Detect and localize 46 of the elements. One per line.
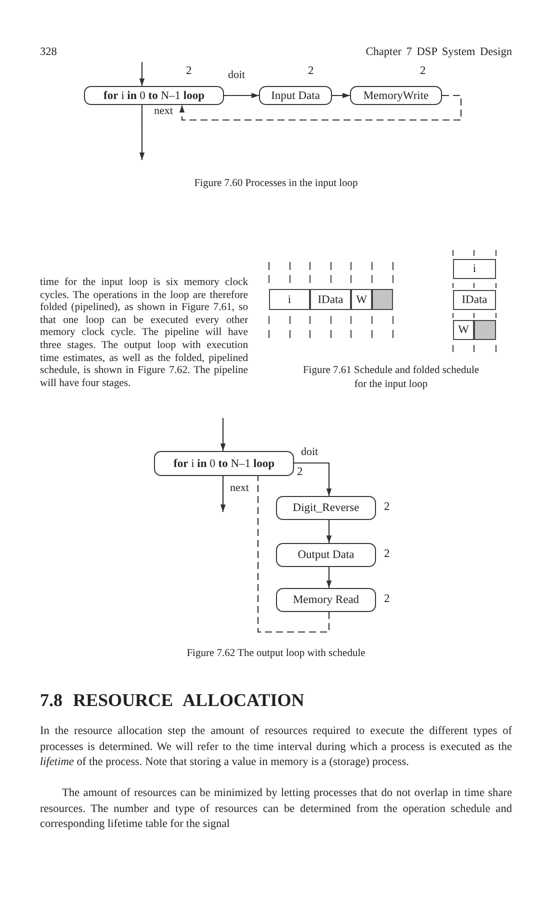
execution-time: 2	[384, 593, 390, 605]
execution-time: 2	[186, 65, 192, 77]
arrow	[326, 520, 332, 543]
process-box: Output Data	[276, 543, 376, 567]
arrow	[332, 92, 350, 98]
body-paragraph: time for the input loop is six memory clock cycles. The operations in the loop are therefore folded (pipelined), as shown in Figure 7.61, so that one loop can be executed every other memory clock cycle. The pipeline will have three stages. The output loop with execution time estimates, as well as the folded, pipelined schedule, is shown in Figure 7.62. The pipeline will have four stages.	[40, 277, 248, 390]
execution-time: 2	[384, 548, 390, 560]
body-paragraph: In the resource allocation step the amount of resources required to execute the different types of processes is determined. We will refer to the time interval during which a process is executed as the lifetime of the process. Note that storing a value in memory is a (storage) process.	[40, 724, 512, 770]
execution-time: 2	[420, 65, 426, 77]
arrow	[326, 567, 332, 588]
edge-label: doit	[227, 68, 246, 80]
schedule-cell: i	[269, 289, 310, 310]
schedule-cell: W	[351, 289, 372, 310]
arrow	[220, 418, 226, 451]
figure-caption: Figure 7.60 Processes in the input loop	[193, 177, 359, 191]
page-number: 328	[40, 45, 58, 60]
process-box: MemoryWrite	[350, 86, 442, 105]
running-header: Chapter 7 DSP System Design	[364, 45, 512, 60]
arrow	[179, 94, 462, 121]
shaded-cell	[474, 320, 496, 340]
arrow	[294, 462, 332, 496]
schedule-cell: W	[453, 320, 474, 340]
process-box: Input Data	[259, 86, 332, 105]
execution-time: 2	[384, 501, 390, 513]
body-paragraph: The amount of resources can be minimized by letting processes that do not overlap in time share resources. The number and type of resources can be determined from the operation schedule and corresponding lifetime table for the signal	[40, 786, 512, 832]
arrow	[139, 62, 145, 86]
section-heading: 7.8 RESOURCE ALLOCATION	[40, 689, 306, 711]
figure-caption: Figure 7.61 Schedule and folded schedule for the input loop	[302, 364, 480, 392]
figure-caption: Figure 7.62 The output loop with schedule	[186, 647, 366, 661]
arrow	[224, 92, 259, 98]
process-box: for i in 0 to N–1 loop	[154, 451, 294, 476]
execution-time: 2	[308, 65, 314, 77]
schedule-cell: i	[453, 259, 496, 279]
process-box: Digit_Reverse	[276, 496, 376, 520]
connector-line	[257, 476, 330, 633]
schedule-cell: IData	[310, 289, 351, 310]
arrow	[220, 476, 226, 512]
shaded-cell	[372, 289, 393, 310]
arrow	[139, 105, 145, 160]
execution-time: 2	[297, 466, 303, 478]
schedule-cell: IData	[453, 290, 496, 310]
edge-label: next	[153, 105, 174, 117]
edge-label: doit	[300, 446, 320, 458]
edge-label: next	[229, 482, 250, 494]
process-box: Memory Read	[276, 588, 376, 612]
process-box: for i in 0 to N–1 loop	[84, 86, 224, 105]
